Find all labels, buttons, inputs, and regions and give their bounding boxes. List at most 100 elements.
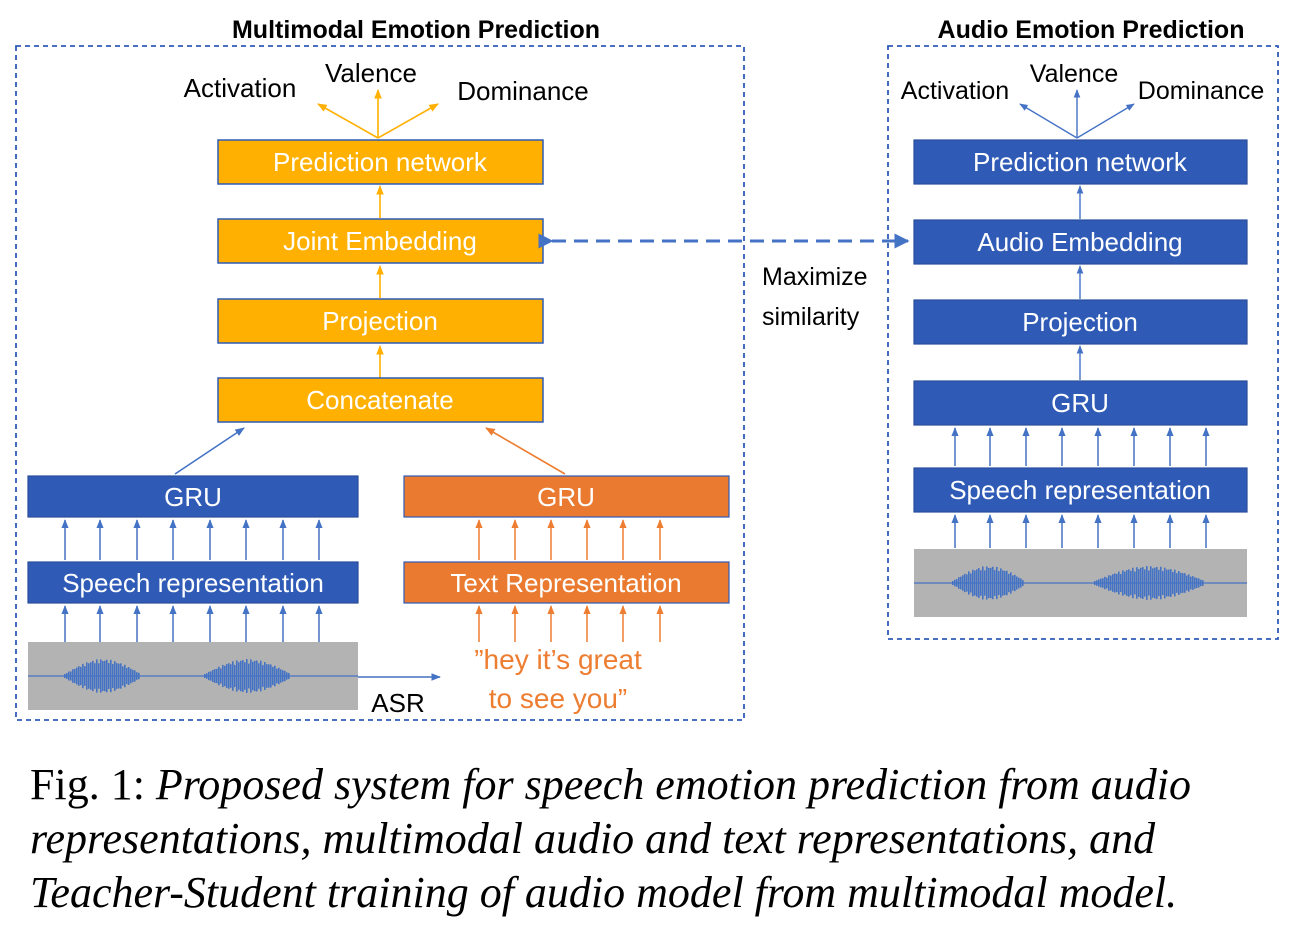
waveform-sample (240, 660, 242, 692)
waveform-sample (82, 663, 84, 689)
audio-projection (913, 299, 1248, 345)
mm-text-gru-label: GRU (537, 482, 595, 512)
waveform-sample (1202, 580, 1204, 586)
waveform-sample (122, 666, 124, 686)
waveform-sample (974, 570, 976, 596)
waveform-sample (266, 664, 268, 688)
waveform-sample (990, 567, 992, 599)
waveform-sample (1182, 573, 1184, 593)
waveform-sample (76, 667, 78, 685)
audio-wave-to-speech-arrows (951, 514, 1210, 548)
caption-label: Fig. 1: (30, 760, 145, 809)
waveform-sample (1124, 571, 1126, 595)
waveform-sample (84, 666, 86, 686)
similarity-label-line1: Maximize (762, 263, 868, 291)
waveform-sample (980, 570, 982, 596)
waveform-sample (970, 573, 972, 593)
mm-speech-to-gru-arrows (61, 519, 323, 560)
waveform-sample (228, 663, 230, 689)
waveform-sample (224, 665, 226, 687)
waveform-sample (1184, 573, 1186, 593)
waveform-sample (1160, 566, 1162, 600)
mm-wave-to-speech-arrows (61, 605, 323, 642)
waveform-sample (1118, 571, 1120, 595)
waveform-sample (106, 659, 108, 693)
waveform-sample (118, 663, 120, 689)
waveform-sample (112, 663, 114, 689)
waveform-sample (236, 660, 238, 692)
waveform-sample (1100, 578, 1102, 588)
waveform-sample (210, 671, 212, 681)
waveform-sample (1192, 576, 1194, 590)
mm-projection-label: Projection (322, 306, 438, 336)
waveform-sample (1016, 576, 1018, 590)
mm-audio-gru (27, 475, 359, 518)
waveform-sample (1002, 570, 1004, 596)
similarity-label-line2: similarity (762, 303, 860, 331)
waveform-sample (1104, 576, 1106, 590)
waveform-sample (128, 667, 130, 685)
multimodal-panel (15, 45, 745, 721)
waveform-sample (1122, 570, 1124, 596)
waveform-sample (64, 674, 66, 678)
waveform-sample (1000, 568, 1002, 598)
audio-gru (913, 380, 1248, 426)
audio-prediction-label: Prediction network (973, 147, 1188, 177)
waveform-sample (1162, 570, 1164, 596)
waveform-sample (218, 666, 220, 686)
mm-transcript-line1: ”hey it’s great (474, 644, 642, 675)
audio-speech-representation (913, 467, 1248, 513)
waveform-sample (1140, 567, 1142, 599)
waveform-sample (104, 660, 106, 692)
audio-output-arrows (1019, 89, 1135, 139)
waveform-sample (976, 569, 978, 597)
audio-projection-label: Projection (1022, 307, 1138, 337)
waveform-sample (250, 659, 252, 693)
waveform-sample (1132, 567, 1134, 599)
figure-caption: Fig. 1: Proposed system for speech emoti… (30, 758, 1285, 920)
waveform-sample (1200, 579, 1202, 587)
waveform-sample (1144, 569, 1146, 597)
audio-output-valence: Valence (1030, 60, 1119, 88)
waveform-sample (102, 661, 104, 691)
waveform-sample (66, 673, 68, 679)
waveform-sample (1164, 567, 1166, 599)
waveform-sample (282, 670, 284, 682)
waveform-sample (1174, 569, 1176, 597)
waveform-sample (972, 569, 974, 597)
waveform-sample (120, 663, 122, 689)
waveform-sample (1156, 566, 1158, 600)
waveform-sample (1008, 573, 1010, 593)
waveform-sample (78, 666, 80, 686)
waveform-sample (244, 662, 246, 690)
waveform-sample (1188, 574, 1190, 592)
mm-joint-embedding (217, 218, 544, 264)
waveform-sample (220, 668, 222, 684)
mm-output-arrows (317, 89, 439, 139)
waveform-sample (1172, 571, 1174, 595)
waveform-sample (246, 659, 248, 693)
waveform-sample (1110, 575, 1112, 591)
waveform-sample (1120, 574, 1122, 592)
waveform-sample (1134, 571, 1136, 595)
waveform-sample (242, 660, 244, 692)
waveform-sample (1166, 569, 1168, 597)
audio-output-dominance: Dominance (1138, 77, 1264, 105)
waveform-sample (226, 664, 228, 688)
waveform-sample (72, 669, 74, 683)
waveform-sample (88, 663, 90, 689)
waveform-sample (968, 571, 970, 595)
mm-text-gru (403, 475, 730, 518)
waveform-sample (74, 668, 76, 684)
waveform-sample (126, 667, 128, 685)
mm-text-representation-label: Text Representation (450, 568, 681, 598)
mm-transcript-to-text-arrows (475, 605, 664, 642)
mm-prediction-network (217, 139, 544, 185)
mm-concatenate-label: Concatenate (306, 385, 453, 415)
waveform-sample (248, 663, 250, 689)
mm-asr-label: ASR (371, 688, 424, 718)
waveform-sample (222, 664, 224, 688)
waveform-sample (1102, 578, 1104, 588)
waveform-sample (1168, 569, 1170, 597)
audio-waveform (914, 549, 1247, 617)
